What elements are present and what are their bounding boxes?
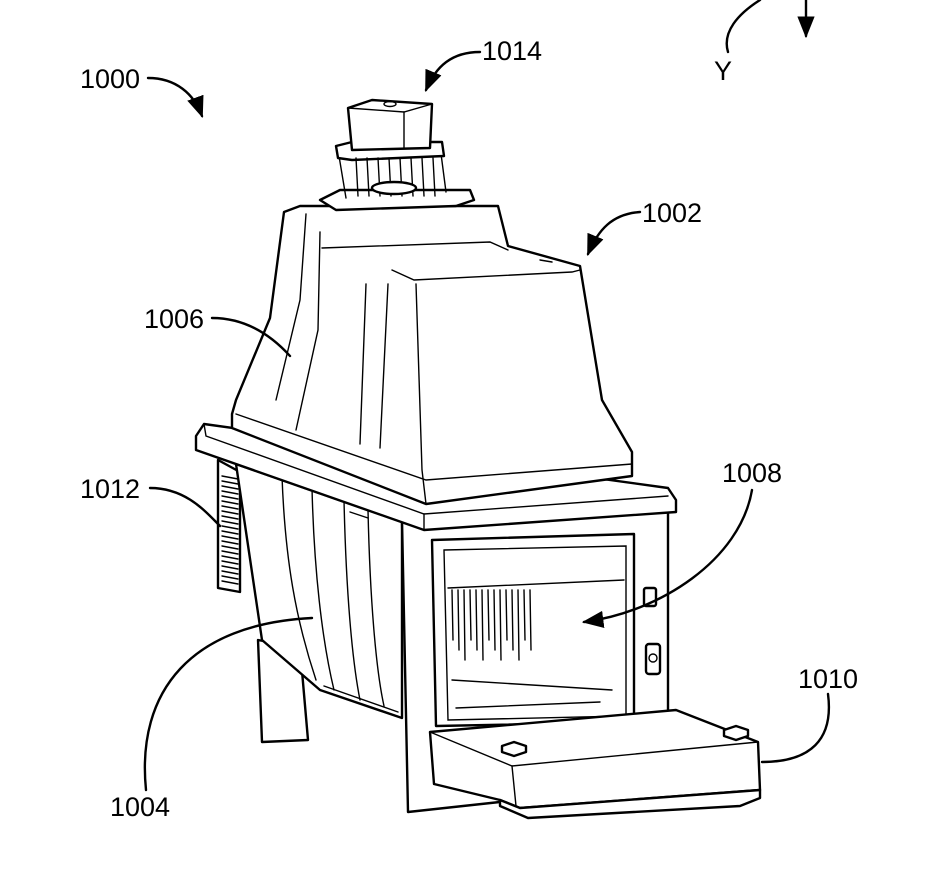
label-1000: 1000	[80, 64, 140, 94]
hood	[230, 204, 634, 506]
vent-grille	[216, 458, 242, 594]
label-1006: 1006	[144, 304, 204, 334]
label-1008: 1008	[722, 458, 782, 488]
label-1010: 1010	[798, 664, 858, 694]
leader-lines	[143, 0, 831, 792]
label-1002: 1002	[642, 198, 702, 228]
drawer	[428, 708, 762, 820]
top-module	[318, 98, 476, 212]
label-1004: 1004	[110, 792, 170, 822]
label-1012: 1012	[80, 474, 140, 504]
label-1014: 1014	[482, 36, 542, 66]
label-axis-y: Y	[714, 56, 732, 86]
